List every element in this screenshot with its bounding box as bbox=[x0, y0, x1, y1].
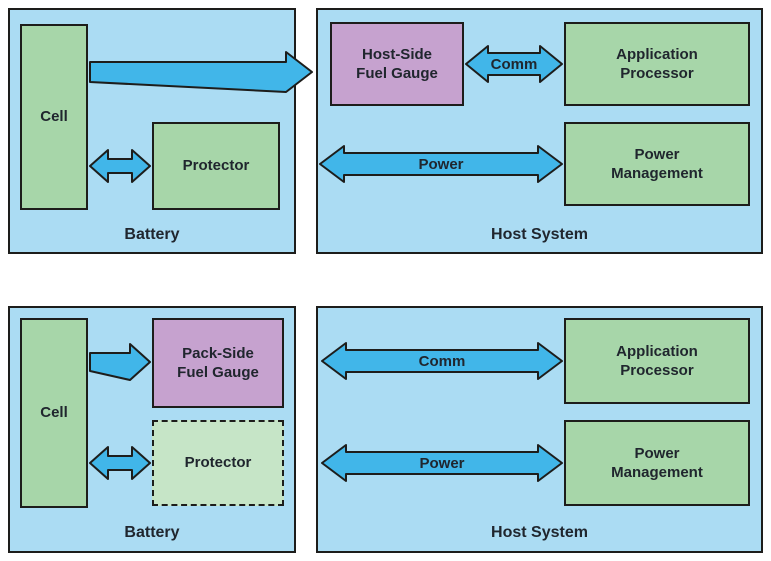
power-arrow-icon-bottom bbox=[321, 444, 563, 482]
cell-to-fuel-gauge-arrow-icon bbox=[89, 343, 151, 381]
application-processor-box-bottom: Application Processor bbox=[564, 318, 750, 404]
pack-side-fuel-gauge-box: Pack-Side Fuel Gauge bbox=[152, 318, 284, 408]
host-system-panel-label-bottom: Host System bbox=[491, 524, 588, 541]
power-management-box-bottom: Power Management bbox=[564, 420, 750, 506]
cell-protector-arrow-icon-top bbox=[89, 149, 151, 183]
cell-to-host-arrow-icon bbox=[89, 51, 313, 93]
cell-box-top: Cell bbox=[20, 24, 88, 210]
battery-panel-label-bottom: Battery bbox=[124, 524, 180, 541]
cell-box-bottom: Cell bbox=[20, 318, 88, 508]
host-side-fuel-gauge-box: Host-Side Fuel Gauge bbox=[330, 22, 464, 106]
protector-box-top: Protector bbox=[152, 122, 280, 210]
comm-arrow-icon-top bbox=[465, 45, 563, 83]
comm-arrow-label-bottom: Comm bbox=[418, 352, 466, 370]
battery-panel-label-top: Battery bbox=[124, 226, 180, 243]
application-processor-box-top: Application Processor bbox=[564, 22, 750, 106]
power-arrow-label-top: Power bbox=[418, 155, 464, 173]
comm-arrow-icon-bottom bbox=[321, 342, 563, 380]
protector-box-bottom: Protector bbox=[152, 420, 284, 506]
host-system-panel-label-top: Host System bbox=[491, 226, 588, 243]
comm-arrow-label-top: Comm bbox=[490, 55, 538, 73]
power-arrow-label-bottom: Power bbox=[419, 454, 465, 472]
cell-protector-arrow-icon-bottom bbox=[89, 446, 151, 480]
power-arrow-icon-top bbox=[319, 145, 563, 183]
power-management-box-top: Power Management bbox=[564, 122, 750, 206]
